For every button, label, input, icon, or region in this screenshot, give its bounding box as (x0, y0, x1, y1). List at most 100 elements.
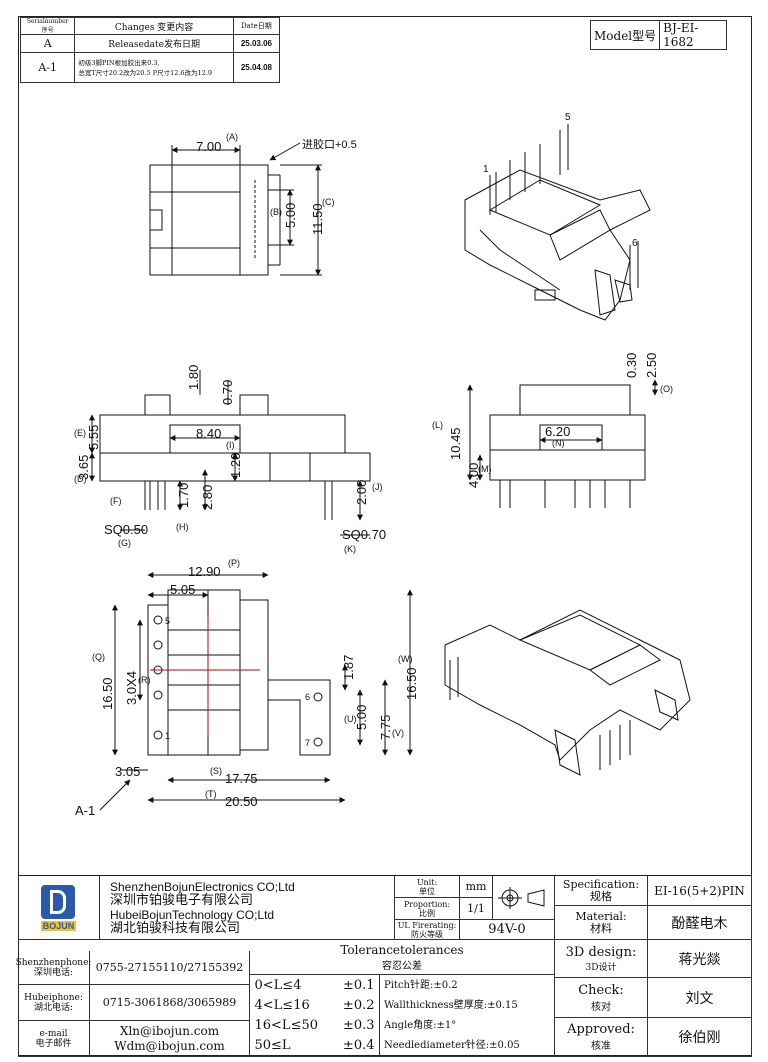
company-en-hubei: HubeiBojunTechnology CO;Ltd (110, 907, 275, 922)
iso-pin1: 1 (483, 164, 489, 175)
note-a1: A-1 (75, 803, 95, 818)
dim-m: 4.00 (466, 463, 481, 488)
material-value: 酚醛电木 (648, 906, 752, 940)
iso-view-bottom (444, 609, 691, 776)
dim-n: 6.20 (545, 424, 570, 439)
dim-s-letter: (S) (210, 766, 222, 776)
tolerance-ranges: 0<L≤4±0.1 4<L≤16±0.2 16<L≤50±0.3 50≤L±0.… (250, 975, 380, 1057)
model-value: BJ-EI-1682 (659, 20, 728, 50)
pin-6: 6 (305, 692, 310, 702)
dim-u-letter: (U) (344, 714, 357, 724)
dim-k: SQ0.70 (342, 527, 386, 542)
dim-e-letter: (E) (74, 428, 86, 438)
company-en-shenzhen: ShenzhenBojunElectronics CO;Ltd (110, 879, 295, 894)
proportion-value: 1/1 (460, 898, 493, 920)
dim-p-letter: (P) (228, 558, 240, 568)
ul-value: 94V-0 (460, 920, 555, 940)
approved-label: Approved:核准 (555, 1018, 648, 1057)
dim-t-letter: (T) (205, 789, 217, 799)
dim-g-letter: (G) (118, 538, 131, 548)
title-block: BOJUN ShenzhenBojunElectronics CO;Ltd 深圳… (16, 875, 752, 1057)
dim-120: 1.20 (228, 453, 243, 478)
drawing-views: 7.00 (A) 进胶口+0.5 (B) 5.00 11.50 (C) 1 5 … (74, 112, 691, 818)
dim-c-letter: (C) (322, 197, 335, 207)
hb-phone: 0715-3061868/3065989 (90, 985, 250, 1021)
pin-1: 1 (165, 731, 170, 741)
company-cn-hubei: 湖北铂骏科技有限公司 (110, 920, 241, 936)
dim-l: 10.45 (448, 427, 463, 460)
rev-change-line: 初级3脚PIN根加胶出来0.3, (78, 58, 160, 67)
dim-070: 0.70 (220, 380, 235, 405)
model-box: Model型号 BJ-EI-1682 (589, 20, 728, 50)
dim-280: 2.80 (200, 485, 215, 510)
dim-305: 3.05 (115, 764, 140, 779)
dim-r-letter: (R) (138, 675, 151, 685)
dim-w: 16.50 (404, 667, 419, 700)
ul-label: UL Firerating:防火等级 (395, 920, 460, 940)
rev-change-line: 总宽T尺寸20.2改为20.5 P尺寸12.6改为12.9 (78, 68, 213, 77)
dim-q-letter: (Q) (92, 652, 105, 662)
dim-v: 7.75 (378, 715, 393, 740)
gate-note: 进胶口+0.5 (302, 137, 357, 151)
dim-u: 5.00 (354, 705, 369, 730)
email-1: Xln@ibojun.com (119, 1023, 220, 1038)
dim-l-letter: (L) (432, 420, 443, 430)
dim-j-letter: (J) (372, 482, 383, 492)
revision-table: Serialnumber序号 Changes 变更内容 Date日期 A Rel… (19, 17, 281, 83)
logo-cell: BOJUN (18, 876, 100, 940)
dim-m-letter: (M) (478, 464, 492, 474)
dim-d-letter: (D) (74, 474, 87, 484)
dim-n-letter: (N) (552, 438, 565, 448)
top-view (149, 142, 322, 276)
dim-r: 3.0X4 (124, 671, 139, 705)
dim-i: 8.40 (196, 426, 221, 441)
dim-187: 1.87 (341, 655, 356, 680)
dim-b: 5.00 (283, 203, 298, 228)
dim-j: 2.00 (354, 480, 369, 505)
pin-7: 7 (305, 738, 310, 748)
side-view (467, 379, 658, 508)
dim-s: 17.75 (225, 771, 258, 786)
dim-o-letter: (O) (660, 384, 673, 394)
bojun-logo-icon (41, 884, 76, 919)
dim-p: 12.90 (188, 564, 221, 579)
iso-pin5: 5 (565, 112, 571, 123)
dim-h-letter: (H) (176, 522, 189, 532)
dim-a-letter: (A) (226, 132, 238, 142)
design-label: 3D design:3D设计 (555, 940, 648, 978)
dim-170: 1.70 (176, 483, 191, 508)
iso-pin6: 6 (632, 238, 638, 249)
unit-value: mm (460, 876, 493, 898)
hb-phone-label: Hubeiphone:湖北电话: (18, 985, 90, 1021)
drawing-sheet (18, 16, 752, 1056)
dim-e: 5.55 (86, 425, 101, 450)
dim-030: 0.30 (624, 353, 639, 378)
spec-label: Specification:规格 (555, 876, 648, 906)
dim-f-letter: (F) (110, 496, 122, 506)
dim-v-letter: (V) (392, 728, 404, 738)
design-value: 蒋光燚 (648, 940, 752, 978)
dim-i-letter: (I) (226, 440, 235, 450)
dim-a: 7.00 (196, 139, 221, 154)
dim-k-letter: (K) (344, 544, 356, 554)
material-label: Material:材料 (555, 906, 648, 940)
spec-value: EI-16(5+2)PIN (648, 876, 752, 906)
unit-label: Unit:单位 (395, 876, 460, 898)
dim-c: 11.50 (310, 203, 325, 235)
email-2: Wdm@ibojun.com (114, 1038, 225, 1053)
dim-180: 1.80 (186, 365, 201, 390)
dim-505: 5.05 (170, 582, 195, 597)
approved-value: 徐伯刚 (648, 1018, 752, 1057)
dim-h: SQ0.50 (104, 522, 148, 537)
centerlines (150, 615, 260, 735)
rev-serial: A-1 (19, 52, 76, 83)
check-label: Check:核对 (555, 978, 648, 1018)
dim-t: 20.50 (225, 794, 258, 809)
dim-d: 3.65 (76, 455, 91, 480)
company-cell: ShenzhenBojunElectronics CO;Ltd 深圳市铂骏电子有… (100, 876, 395, 940)
projection-symbol-icon (493, 876, 555, 920)
iso-view-top (464, 124, 651, 321)
